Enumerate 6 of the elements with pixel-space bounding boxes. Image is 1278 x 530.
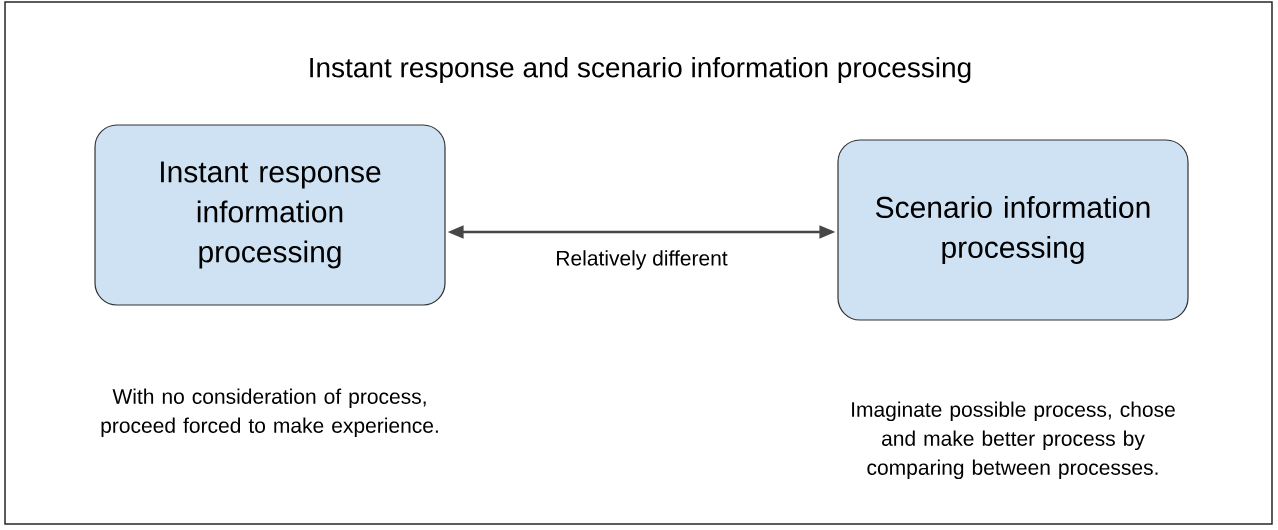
title: Instant response and scenario information processing xyxy=(310,56,971,84)
process-box: Instant response information processing xyxy=(94,124,446,306)
description-text: With no consideration of process, proceed forced to make experience. xyxy=(101,388,438,438)
process-box: Scenario information processing xyxy=(837,139,1189,321)
edge-label: Relatively different xyxy=(557,250,728,270)
description-text: Imaginate possible process, chose and make better process by comparing between processes. xyxy=(852,401,1175,480)
